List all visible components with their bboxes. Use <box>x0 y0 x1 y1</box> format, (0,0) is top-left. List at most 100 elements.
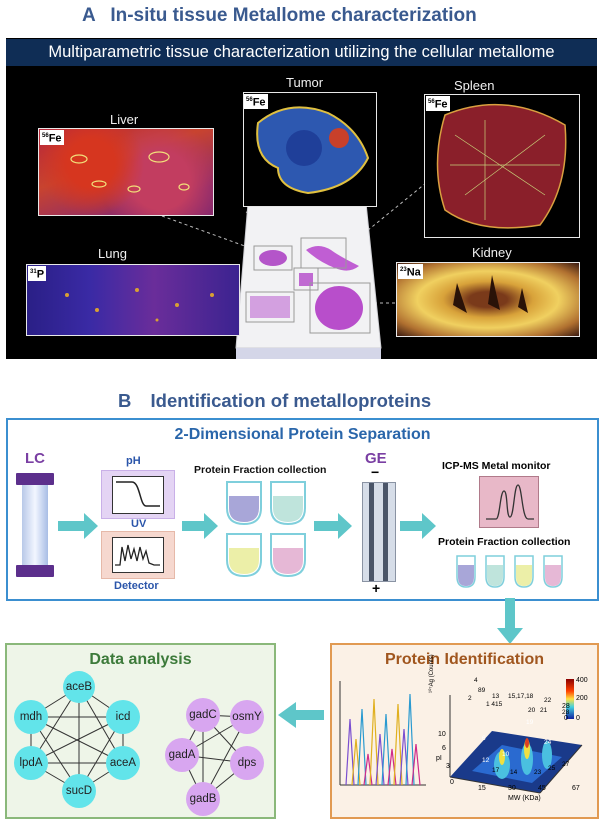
x-tick-45: 45 <box>538 785 546 792</box>
x-tick-30: 30 <box>508 785 516 792</box>
ge-plus: + <box>372 580 381 596</box>
spot-label: 19 <box>526 719 534 726</box>
fraction-tubes-2 <box>456 555 563 588</box>
protein-identification-title: Protein Identification <box>384 651 545 668</box>
spot-label: 17 <box>492 767 500 774</box>
node-gadA: gadA <box>165 738 199 772</box>
spot-label: 27 <box>562 761 570 768</box>
network-edges <box>30 686 248 800</box>
data-analysis-box: Data analysis aceB mdh icd lpdA aceA suc… <box>5 643 276 819</box>
icp-ms-label: ICP-MS Metal monitor <box>442 460 551 472</box>
element-tag-lung: 31P <box>28 266 47 281</box>
section-a-letter: A <box>82 5 96 26</box>
node-lpdA: lpdA <box>14 746 48 780</box>
colorbar-tick-0: 0 <box>576 715 580 722</box>
y-tick-3: 3 <box>446 763 450 770</box>
connector-lines <box>135 182 427 359</box>
icp-ms-monitor <box>479 476 539 528</box>
spot-label: 10 <box>502 751 510 758</box>
panel-label-kidney: Kidney <box>472 245 512 260</box>
colorbar-tick-200: 200 <box>576 695 588 702</box>
spot-label: 2 <box>468 695 472 702</box>
separation-box: 2-Dimensional Protein Separation LC pH U… <box>6 418 599 601</box>
panel-label-spleen: Spleen <box>454 78 495 93</box>
colorbar-tick-400: 400 <box>576 677 588 684</box>
x-tick-67: 67 <box>572 785 580 792</box>
spot-label: 14 <box>510 769 518 776</box>
spot-label: 12 <box>482 757 490 764</box>
detector-label: Detector <box>114 580 159 592</box>
z-tick-28: 28 <box>562 703 570 710</box>
ge-minus: − <box>371 464 380 480</box>
mass-spectrum <box>339 681 426 786</box>
down-arrow <box>497 598 523 644</box>
section-b-title: Identification of metalloproteins <box>150 390 432 411</box>
section-b-letter: B <box>118 390 132 411</box>
spot-label: 89 <box>478 687 486 694</box>
spot-label: 24 <box>544 739 552 746</box>
element-tag-liver: 56Fe <box>40 130 64 145</box>
node-gadC: gadC <box>186 698 220 732</box>
section-a-heading: A In-situ tissue Metallome characterizat… <box>82 5 477 27</box>
x-tick-0: 0 <box>450 779 454 786</box>
spot-label: 6 <box>482 735 486 742</box>
data-analysis-title: Data analysis <box>89 651 192 668</box>
spot-label: 23 <box>534 769 542 776</box>
lc-column-top <box>16 473 54 485</box>
element-tag-kidney: 23Na <box>398 264 423 279</box>
uv-label: UV <box>131 518 147 530</box>
fraction-collection-label-2: Protein Fraction collection <box>438 536 571 548</box>
z-tick-0: 0 <box>564 715 568 722</box>
spot-label: 1 415 <box>486 701 503 708</box>
y-tick-10: 10 <box>438 731 446 738</box>
spot-label: 25 <box>548 765 556 772</box>
lc-column <box>22 485 48 565</box>
section-b-heading: B Identification of metalloproteins <box>118 390 431 412</box>
left-arrow <box>278 702 324 728</box>
panel-label-liver: Liver <box>110 112 139 127</box>
flow-arrows <box>58 513 436 539</box>
spot-label: 13 <box>492 693 500 700</box>
node-osmY: osmY <box>230 700 264 734</box>
fraction-collection-label: Protein Fraction collection <box>194 464 327 476</box>
panel-label-lung: Lung <box>98 246 127 261</box>
banner: Multiparametric tissue characterization … <box>6 39 597 66</box>
node-aceB: aceB <box>63 671 95 703</box>
node-icd: icd <box>106 700 140 734</box>
uv-detector-box <box>101 531 175 579</box>
tumor-image <box>243 92 377 207</box>
section-a-title: In-situ tissue Metallome characterizatio… <box>110 5 477 26</box>
ge-label: GE <box>365 450 387 467</box>
y-axis-label: pI <box>436 755 442 762</box>
y-tick-6: 6 <box>442 745 446 752</box>
spot-label: 28 <box>562 709 570 716</box>
spot-label: 4 <box>474 677 478 684</box>
lc-column-bottom <box>16 565 54 577</box>
spleen-image <box>424 94 580 238</box>
tissue-panel: Multiparametric tissue characterization … <box>6 38 597 359</box>
ge-gel <box>362 482 396 582</box>
node-sucD: sucD <box>62 774 96 808</box>
element-tag-tumor: 56Fe <box>244 94 268 109</box>
spot-label: 22 <box>544 697 552 704</box>
node-gadB: gadB <box>186 782 220 816</box>
x-tick-15: 15 <box>478 785 486 792</box>
spot-label: 20 <box>528 707 536 714</box>
ph-detector-box <box>101 470 175 519</box>
separation-box-title: 2-Dimensional Protein Separation <box>174 426 431 443</box>
lc-label: LC <box>25 450 45 467</box>
z-axis-label: ¹⁰⁷Ag (Counts) <box>429 654 435 693</box>
protein-identification-box: Protein Identification 4 <box>330 643 599 819</box>
node-dps: dps <box>230 746 264 780</box>
x-axis-label: MW (KDa) <box>508 795 541 802</box>
spot-label: 15,17,18 <box>508 693 534 700</box>
node-aceA: aceA <box>106 746 140 780</box>
panel-label-tumor: Tumor <box>286 75 324 90</box>
node-mdh: mdh <box>14 700 48 734</box>
fraction-tubes <box>226 481 306 578</box>
element-tag-spleen: 56Fe <box>426 96 450 111</box>
spot-label: 21 <box>540 707 548 714</box>
kidney-image <box>396 262 580 337</box>
lung-image <box>26 264 240 336</box>
ph-label: pH <box>126 455 141 467</box>
